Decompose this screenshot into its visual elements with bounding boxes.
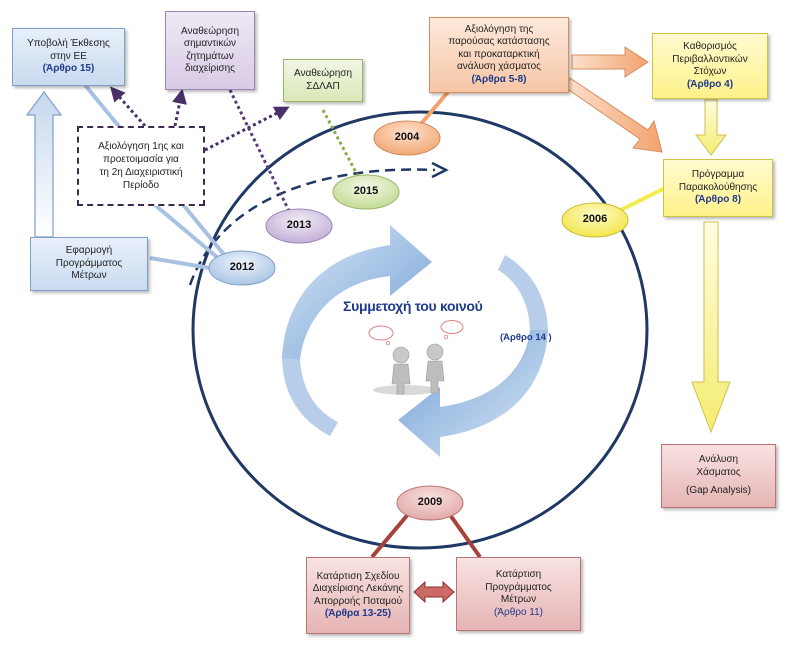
- year-label-2012: 2012: [229, 261, 255, 273]
- dotted-sdlap-2015: [321, 109, 362, 181]
- box-assessment: Αξιολόγηση της παρούσας κατάστασης και π…: [429, 17, 569, 93]
- box-measures-programme: Κατάρτιση Προγράμματος Μέτρων (Άρθρο 11): [456, 557, 581, 631]
- connector-2012-implementation: [149, 256, 211, 270]
- cycle-ellipse: [191, 110, 649, 550]
- box-measures-programme-line3: Μέτρων: [500, 594, 537, 605]
- box-env-objectives-ref: (Άρθρο 4): [686, 78, 734, 90]
- dotted-first-eval-sdlap: [204, 106, 290, 152]
- box-review-issues: Αναθεώρηση σημαντικών ζητημάτων διαχείρι…: [165, 11, 255, 90]
- year-label-2004: 2004: [394, 131, 420, 143]
- box-gap-analysis-line1: Ανάλυση: [698, 454, 739, 466]
- year-label-2009: 2009: [417, 496, 443, 508]
- year-ellipse-2006: [561, 202, 629, 238]
- box-monitoring-line1: Πρόγραμμα: [691, 169, 745, 181]
- dotted-first-eval-issues: [172, 88, 187, 127]
- public-participation-title: Συμμετοχή του κοινού: [343, 298, 483, 314]
- connector-2009-rbmp: [370, 510, 412, 559]
- dotted-issues-2013: [228, 89, 292, 214]
- connector-2004-assessment: [418, 90, 450, 127]
- cycle-arrow-bottom: [398, 330, 548, 457]
- box-env-objectives-line3: Στόχων: [693, 66, 727, 77]
- box-monitoring-line2: Παρακολούθησης: [678, 181, 758, 193]
- box-report-ec-line2: στην ΕΕ: [50, 50, 87, 62]
- box-first-evaluation-line4: Περίοδο: [122, 180, 160, 191]
- box-review-sdlap-line2: ΣΔΛΑΠ: [306, 80, 340, 92]
- dotted-first-eval-report: [110, 86, 147, 127]
- box-report-ec-ref: (Άρθρο 15): [42, 63, 95, 75]
- box-rbmp-ref: (Άρθρα 13-25): [324, 608, 392, 619]
- box-measures-programme-line2: Προγράμματος: [485, 581, 552, 593]
- year-ellipse-2009: [396, 485, 464, 521]
- year-ellipse-2012: [208, 250, 276, 286]
- box-rbmp-line3: Απορροής Ποταμού: [313, 595, 403, 607]
- box-review-sdlap-line1: Αναθεώρηση: [293, 68, 353, 79]
- box-review-issues-line4: διαχείρισης: [185, 63, 235, 74]
- box-first-evaluation-line3: τη 2η Διαχειριστική: [99, 167, 183, 178]
- box-rbmp-line1: Κατάρτιση Σχεδίου: [316, 570, 400, 582]
- box-gap-analysis: Ανάλυση Χάσματος (Gap Analysis): [661, 444, 776, 508]
- box-rbmp-line2: Διαχείρισης Λεκάνης: [312, 583, 404, 594]
- up-arrow-implementation-report: [25, 90, 63, 238]
- box-review-sdlap: Αναθεώρηση ΣΔΛΑΠ: [283, 59, 363, 102]
- box-gap-analysis-line3: (Gap Analysis): [685, 485, 752, 497]
- cycle-arrow-right-tail: [498, 255, 548, 330]
- box-env-objectives-line2: Περιβαλλοντικών: [672, 53, 748, 65]
- box-review-issues-line3: ζητημάτων: [186, 50, 234, 62]
- year-ellipse-2013: [265, 208, 333, 244]
- box-review-issues-line1: Αναθεώρηση: [180, 25, 240, 37]
- year-ellipse-2004: [373, 120, 441, 156]
- cycle-arrow-top: [282, 225, 432, 360]
- year-label-2006: 2006: [582, 213, 608, 225]
- box-assessment-line4: ανάλυση χάσματος: [457, 61, 541, 73]
- box-measures-programme-line1: Κατάρτιση: [495, 569, 542, 580]
- box-implementation-line2: Προγράμματος: [55, 257, 123, 269]
- box-gap-analysis-line2: Χάσματος: [696, 466, 741, 478]
- double-arrow-rbmp-measures: [413, 580, 455, 604]
- arrow-assessment-monitoring: [565, 77, 663, 153]
- dashed-arc-arrowhead: [431, 161, 449, 179]
- arrow-objectives-monitoring: [695, 99, 727, 156]
- box-implementation-line3: Μέτρων: [71, 270, 107, 282]
- box-rbmp: Κατάρτιση Σχεδίου Διαχείρισης Λεκάνης Απ…: [306, 557, 410, 634]
- year-label-2013: 2013: [286, 219, 312, 231]
- box-first-evaluation: Αξιολόγηση 1ης και προετοιμασία για τη 2…: [77, 126, 205, 206]
- people-figures-icon: [368, 320, 464, 395]
- public-participation-article: (Άρθρο 14 ): [500, 332, 552, 343]
- box-monitoring: Πρόγραμμα Παρακολούθησης (Άρθρο 8): [663, 159, 773, 217]
- box-report-ec: Υποβολή Έκθεσης στην ΕΕ (Άρθρο 15): [12, 28, 125, 86]
- box-report-ec-line1: Υποβολή Έκθεσης: [27, 38, 110, 50]
- box-measures-programme-ref: (Άρθρο 11): [494, 606, 543, 618]
- box-implementation: Εφαρμογή Προγράμματος Μέτρων: [30, 237, 148, 291]
- box-implementation-line1: Εφαρμογή: [65, 245, 113, 257]
- arrow-monitoring-gap: [691, 221, 731, 434]
- box-assessment-line2: παρούσας κατάστασης: [448, 36, 550, 48]
- box-assessment-line3: και προκαταρκτική: [458, 48, 540, 60]
- arrow-assessment-objectives: [571, 46, 649, 78]
- connector-first-eval-2012: [153, 203, 220, 260]
- box-first-evaluation-line2: προετοιμασία για: [103, 154, 179, 165]
- box-assessment-ref: (Άρθρα 5-8): [471, 73, 527, 85]
- year-ellipse-2015: [332, 174, 400, 210]
- box-assessment-line1: Αξιολόγηση της: [464, 23, 534, 35]
- box-first-evaluation-line1: Αξιολόγηση 1ης και: [98, 141, 184, 152]
- box-review-issues-line2: σημαντικών: [183, 38, 237, 49]
- box-env-objectives: Καθορισμός Περιβαλλοντικών Στόχων (Άρθρο…: [652, 33, 768, 99]
- connector-2006-monitoring: [616, 186, 666, 214]
- cycle-arrow-left-tail: [282, 358, 338, 436]
- box-env-objectives-line1: Καθορισμός: [683, 41, 737, 52]
- connector-2009-measures: [446, 510, 482, 559]
- box-monitoring-ref: (Άρθρο 8): [694, 194, 742, 206]
- year-label-2015: 2015: [353, 185, 379, 197]
